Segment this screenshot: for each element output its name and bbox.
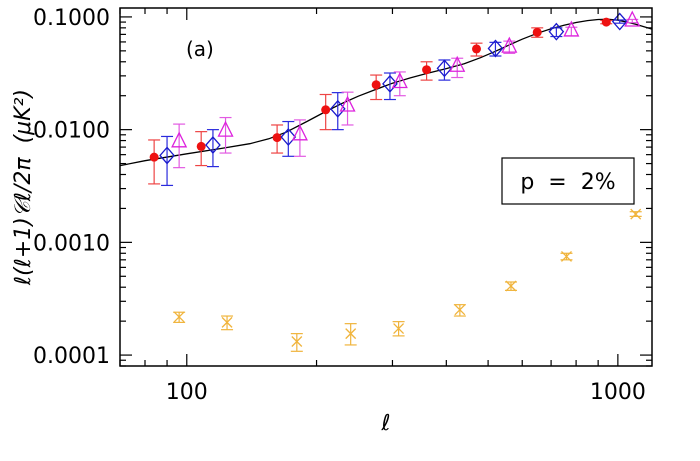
data-point	[548, 22, 565, 41]
data-point	[391, 72, 408, 89]
cross-stroke	[454, 304, 466, 316]
cross-stroke	[221, 316, 233, 328]
data-point	[291, 336, 303, 347]
data-point	[205, 136, 221, 155]
data-point	[159, 146, 175, 165]
y-tick-label: 0.0001	[33, 344, 110, 369]
data-point	[472, 44, 482, 54]
cross-stroke	[630, 208, 642, 220]
data-point	[280, 128, 297, 147]
cross-stroke	[291, 336, 303, 347]
y-tick-label: 0.1000	[33, 6, 110, 31]
data-point	[221, 316, 233, 328]
series-circle	[148, 17, 613, 185]
theory-curve	[119, 18, 653, 167]
data-point	[291, 124, 308, 141]
series-diamond	[159, 12, 628, 187]
data-point	[321, 105, 331, 115]
data-point	[393, 323, 405, 334]
data-point	[272, 133, 282, 143]
legend-box	[501, 157, 635, 205]
data-point	[173, 311, 185, 323]
x-tick-label: 100	[166, 380, 208, 405]
data-point	[171, 131, 188, 148]
legend-text: p = 2%	[520, 170, 615, 195]
data-point	[149, 152, 159, 162]
data-point	[339, 95, 356, 112]
data-point	[611, 12, 628, 31]
data-point	[487, 39, 504, 58]
data-point	[505, 280, 517, 292]
data-point	[454, 304, 466, 316]
plot-frame	[119, 7, 653, 367]
cross-stroke	[561, 250, 572, 262]
data-point	[449, 55, 466, 72]
data-point	[624, 10, 641, 27]
data-point	[196, 141, 206, 151]
y-tick-label: 0.0010	[33, 231, 110, 256]
y-axis-label: ℓ(ℓ+1)𝒞ℓ/2π (μK²)	[11, 89, 36, 286]
data-point	[601, 17, 611, 27]
x-axis-label: ℓ	[380, 411, 390, 436]
panel-label: (a)	[186, 37, 214, 61]
cross-stroke	[393, 323, 405, 334]
data-point	[217, 120, 234, 137]
data-point	[422, 65, 432, 75]
data-point	[345, 328, 357, 340]
data-point	[436, 59, 453, 78]
data-point	[561, 250, 572, 262]
x-tick-label: 1000	[590, 380, 646, 405]
data-point	[532, 27, 542, 37]
cross-stroke	[345, 328, 357, 340]
cross-stroke	[505, 280, 517, 292]
data-point	[501, 36, 518, 53]
data-point	[382, 74, 398, 93]
data-point	[630, 208, 642, 220]
series-cross	[173, 208, 642, 352]
cross-stroke	[173, 311, 185, 323]
data-point	[371, 80, 381, 90]
data-point	[563, 20, 580, 37]
y-tick-label: 0.0100	[33, 119, 110, 144]
series-triangle	[171, 10, 641, 169]
